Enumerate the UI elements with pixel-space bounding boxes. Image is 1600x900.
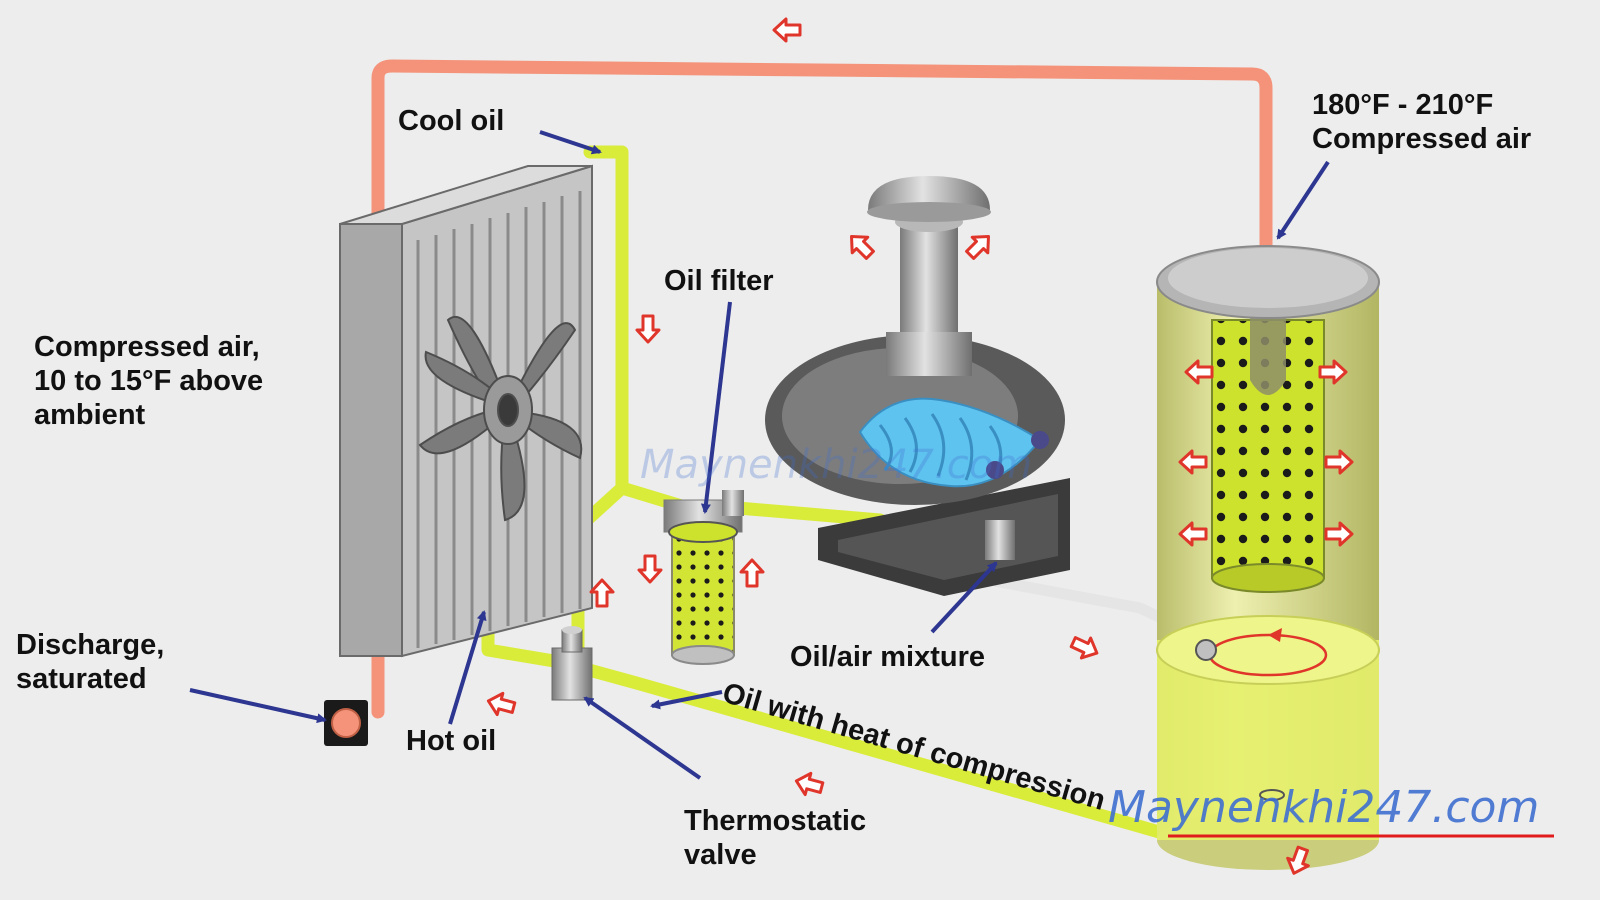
fan-icon [418, 315, 583, 522]
flow-arrow-icon [792, 768, 826, 800]
flow-arrow-icon [739, 558, 765, 588]
flow-arrow-icon [484, 688, 518, 720]
oil-filter [663, 490, 744, 665]
flow-arrow-icon [637, 554, 663, 584]
flow-arrow-icon [589, 578, 615, 608]
label-oil-filter: Oil filter [664, 265, 774, 297]
label-compressed-air-temp: 180°F - 210°F Compressed air [1312, 89, 1532, 155]
flow-arrow-icon [1067, 630, 1104, 665]
label-compressed-air-ambient: Compressed air, 10 to 15°F above ambient [34, 331, 264, 431]
compressor-airend [765, 176, 1070, 596]
label-discharge-saturated: Discharge, saturated [16, 629, 165, 695]
label-pointers [189, 130, 1330, 780]
flow-arrow-icon [842, 227, 880, 265]
separator-tank [1156, 245, 1380, 870]
thermostatic-valve [551, 626, 593, 701]
radiator [339, 164, 593, 658]
label-oil-air-mixture: Oil/air mixture [790, 641, 986, 673]
flow-arrow-icon [635, 314, 661, 344]
discharge-fitting [324, 700, 368, 746]
watermark-bottom: Maynenkhi247.com [1108, 782, 1540, 833]
label-cool-oil: Cool oil [398, 105, 505, 137]
label-hot-oil: Hot oil [406, 725, 497, 757]
watermark-center: Maynenkhi247.com [640, 442, 1033, 488]
flow-arrow-icon [772, 17, 802, 43]
label-thermostatic-valve: Thermostatic valve [684, 805, 867, 871]
flow-arrow-icon [960, 227, 998, 265]
